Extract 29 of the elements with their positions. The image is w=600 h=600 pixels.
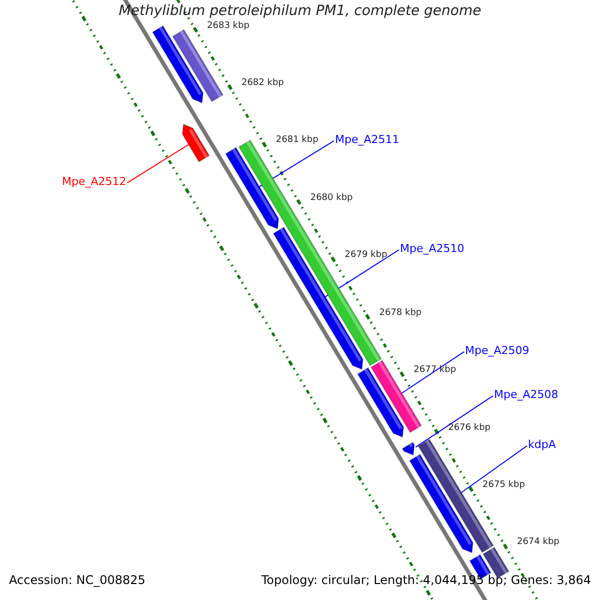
- tick-label: 2674 kbp: [516, 537, 560, 548]
- gene-label: Mpe_A2511: [335, 133, 400, 146]
- tick-label: 2680 kbp: [310, 192, 353, 203]
- tick-label: 2682 kbp: [241, 78, 284, 88]
- gene-feature: [408, 454, 474, 554]
- gene-label: Mpe_A2508: [494, 388, 558, 401]
- tick-label: 2683 kbp: [207, 20, 250, 31]
- gene-feature: [357, 367, 404, 438]
- leader-line: [460, 445, 528, 494]
- tick-label: 2679 kbp: [344, 250, 388, 260]
- gene-label: Mpe_A2509: [465, 344, 530, 357]
- tick-label: 2677 kbp: [414, 365, 456, 376]
- gene-feature: [152, 25, 204, 104]
- gene-label: kdpA: [528, 438, 556, 451]
- tick-label: 2678 kbp: [379, 308, 422, 318]
- gene-feature: [402, 442, 415, 456]
- leader-line: [126, 144, 190, 184]
- genome-summary-text: Topology: circular; Length: 4,044,195 bp; Genes: 3,864: [261, 573, 591, 587]
- gene-feature: [172, 29, 224, 102]
- tick-label: 2675 kbp: [482, 480, 525, 490]
- tick-label: 2676 kbp: [448, 422, 490, 433]
- gene-feature: [224, 146, 280, 230]
- tick-label: 2681 kbp: [276, 135, 318, 146]
- accession-text: Accession: NC_008825: [9, 573, 146, 587]
- gene-feature: [182, 124, 210, 162]
- gene-label: Mpe_A2512: [62, 175, 126, 188]
- leader-line: [415, 395, 494, 448]
- gene-label: Mpe_A2510: [400, 242, 464, 255]
- leader-line: [401, 351, 464, 394]
